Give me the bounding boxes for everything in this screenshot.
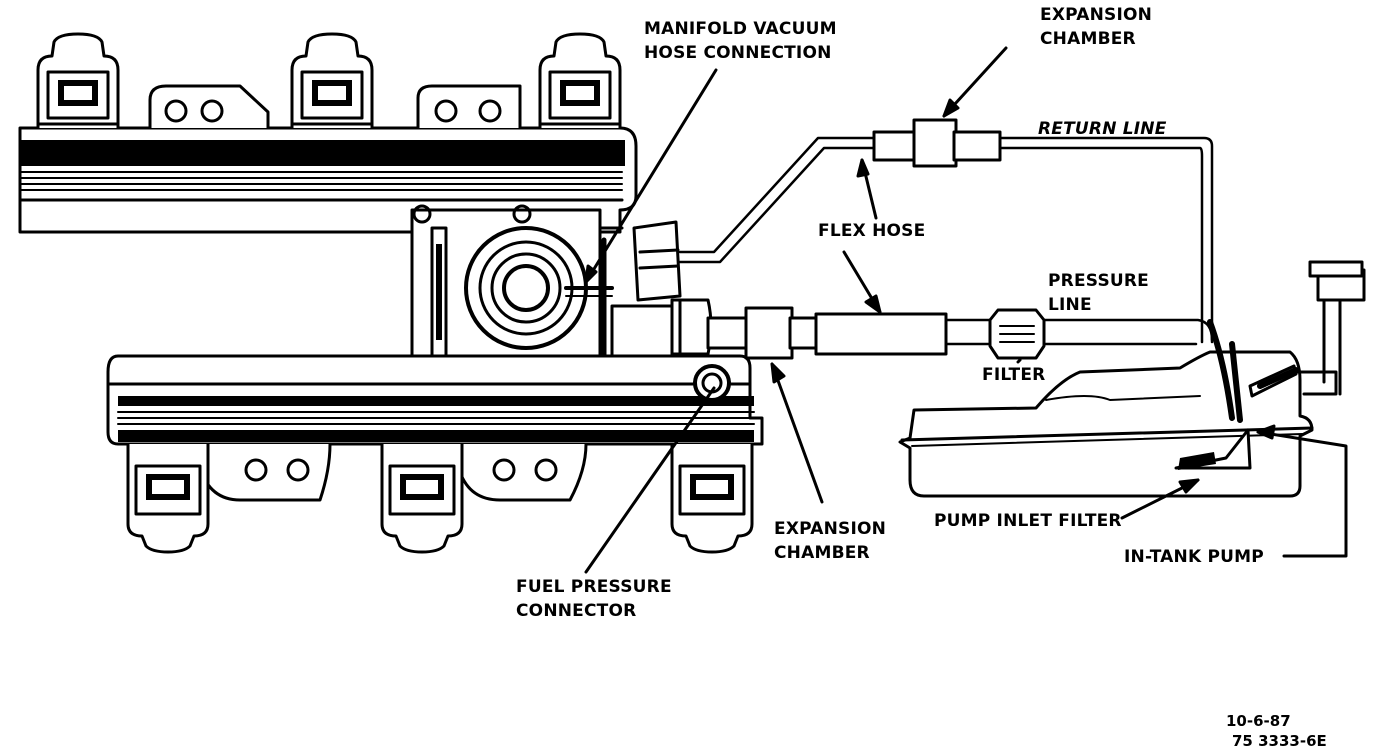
bottom-injector-2: [380, 442, 464, 554]
label-expansion-chamber-top-line2: CHAMBER: [1040, 29, 1136, 49]
label-return-line: RETURN LINE: [1038, 119, 1167, 139]
return-line: [678, 118, 1214, 344]
bottom-fuel-rail: [106, 354, 764, 502]
label-manifold-vacuum-line1: MANIFOLD VACUUM: [644, 19, 837, 39]
label-pressure-line-line2: LINE: [1048, 295, 1092, 315]
label-pump-inlet-filter: PUMP INLET FILTER: [934, 511, 1122, 531]
label-expansion-chamber-top-line1: EXPANSION: [1040, 5, 1153, 25]
pressure-regulator: [464, 226, 614, 350]
pressure-fitting: [610, 298, 713, 364]
top-injector-3: [538, 32, 622, 130]
label-manifold-vacuum-line2: HOSE CONNECTION: [644, 43, 832, 63]
fuel-tank: [898, 260, 1366, 498]
label-filter: FILTER: [982, 365, 1046, 385]
label-in-tank-pump: IN-TANK PUMP: [1124, 547, 1264, 567]
leader-lines: [584, 46, 1348, 574]
bottom-injector-3: [670, 442, 754, 554]
label-pressure-line-line1: PRESSURE: [1048, 271, 1149, 291]
pressure-line: [706, 306, 1214, 360]
top-fuel-rail: [18, 84, 638, 234]
figure-date: 10-6-87: [1226, 712, 1291, 730]
label-fuel-pressure-connector-line2: CONNECTOR: [516, 601, 637, 621]
top-injector-2: [290, 32, 374, 130]
return-fitting: [632, 220, 682, 302]
bottom-injector-1: [126, 442, 210, 554]
figure-number: 75 3333-6E: [1232, 732, 1327, 750]
label-expansion-chamber-bottom-line2: CHAMBER: [774, 543, 870, 563]
label-fuel-pressure-connector-line1: FUEL PRESSURE: [516, 577, 672, 597]
label-expansion-chamber-bottom-line1: EXPANSION: [774, 519, 887, 539]
top-injector-1: [36, 32, 120, 130]
label-flex-hose: FLEX HOSE: [818, 221, 926, 241]
